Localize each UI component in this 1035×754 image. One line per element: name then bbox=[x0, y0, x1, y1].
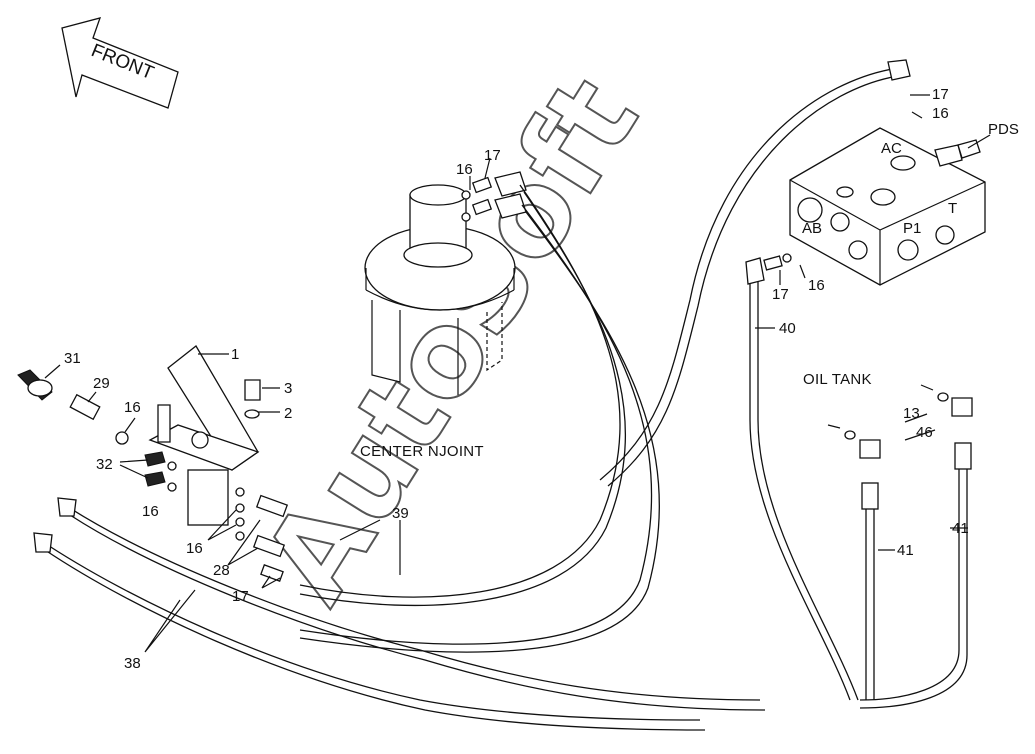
hose-40 bbox=[745, 253, 859, 701]
t-label: T bbox=[948, 200, 957, 217]
leader-lines bbox=[44, 94, 991, 653]
callout-16-center: 16 bbox=[456, 161, 473, 178]
callout-41-right: 41 bbox=[952, 520, 969, 537]
callout-46: 46 bbox=[916, 424, 933, 441]
callout-13: 13 bbox=[903, 405, 920, 422]
travel-pedal bbox=[148, 345, 261, 526]
callout-29: 29 bbox=[93, 375, 110, 392]
callout-2: 2 bbox=[284, 405, 292, 422]
callout-16-block: 16 bbox=[186, 540, 203, 557]
center-joint-fittings bbox=[461, 171, 527, 222]
front-arrow: FRONT bbox=[61, 17, 179, 109]
pedal-fittings bbox=[144, 451, 289, 582]
oil-tank-label: OIL TANK bbox=[803, 371, 872, 388]
callout-3: 3 bbox=[284, 380, 292, 397]
callout-17-pedal: 17 bbox=[232, 588, 249, 605]
oil-tank-hoses bbox=[827, 384, 973, 709]
hoses-38 bbox=[33, 497, 766, 731]
callout-16-valve: 16 bbox=[808, 277, 825, 294]
callout-16-left: 16 bbox=[124, 399, 141, 416]
text-labels: CENTER NJOINT OIL TANK PDS AC AB P1 T bbox=[360, 121, 1019, 460]
ac-label: AC bbox=[881, 140, 902, 157]
callouts: 1 2 3 13 16 16 16 16 16 16 17 17 17 17 2… bbox=[64, 86, 969, 672]
callout-28: 28 bbox=[213, 562, 230, 579]
callout-31: 31 bbox=[64, 350, 81, 367]
callout-40: 40 bbox=[779, 320, 796, 337]
pds-label: PDS bbox=[988, 121, 1019, 138]
callout-16-top: 16 bbox=[932, 105, 949, 122]
callout-17-center: 17 bbox=[484, 147, 501, 164]
center-joint bbox=[364, 184, 516, 395]
callout-17-top: 17 bbox=[932, 86, 949, 103]
callout-16-pedal: 16 bbox=[142, 503, 159, 520]
callout-38: 38 bbox=[124, 655, 141, 672]
callout-39: 39 bbox=[392, 505, 409, 522]
ab-label: AB bbox=[802, 220, 822, 237]
hose-from-valve bbox=[599, 59, 911, 487]
callout-41-left: 41 bbox=[897, 542, 914, 559]
callout-17-valve: 17 bbox=[772, 286, 789, 303]
control-valve-block bbox=[789, 127, 986, 286]
p1-label: P1 bbox=[903, 220, 921, 237]
pressure-switch bbox=[17, 369, 129, 445]
callout-1: 1 bbox=[231, 346, 239, 363]
center-joint-label: CENTER NJOINT bbox=[360, 443, 484, 460]
watermark-text: AutoSoft bbox=[237, 54, 665, 625]
hoses-center-joint bbox=[299, 184, 660, 653]
callout-32: 32 bbox=[96, 456, 113, 473]
